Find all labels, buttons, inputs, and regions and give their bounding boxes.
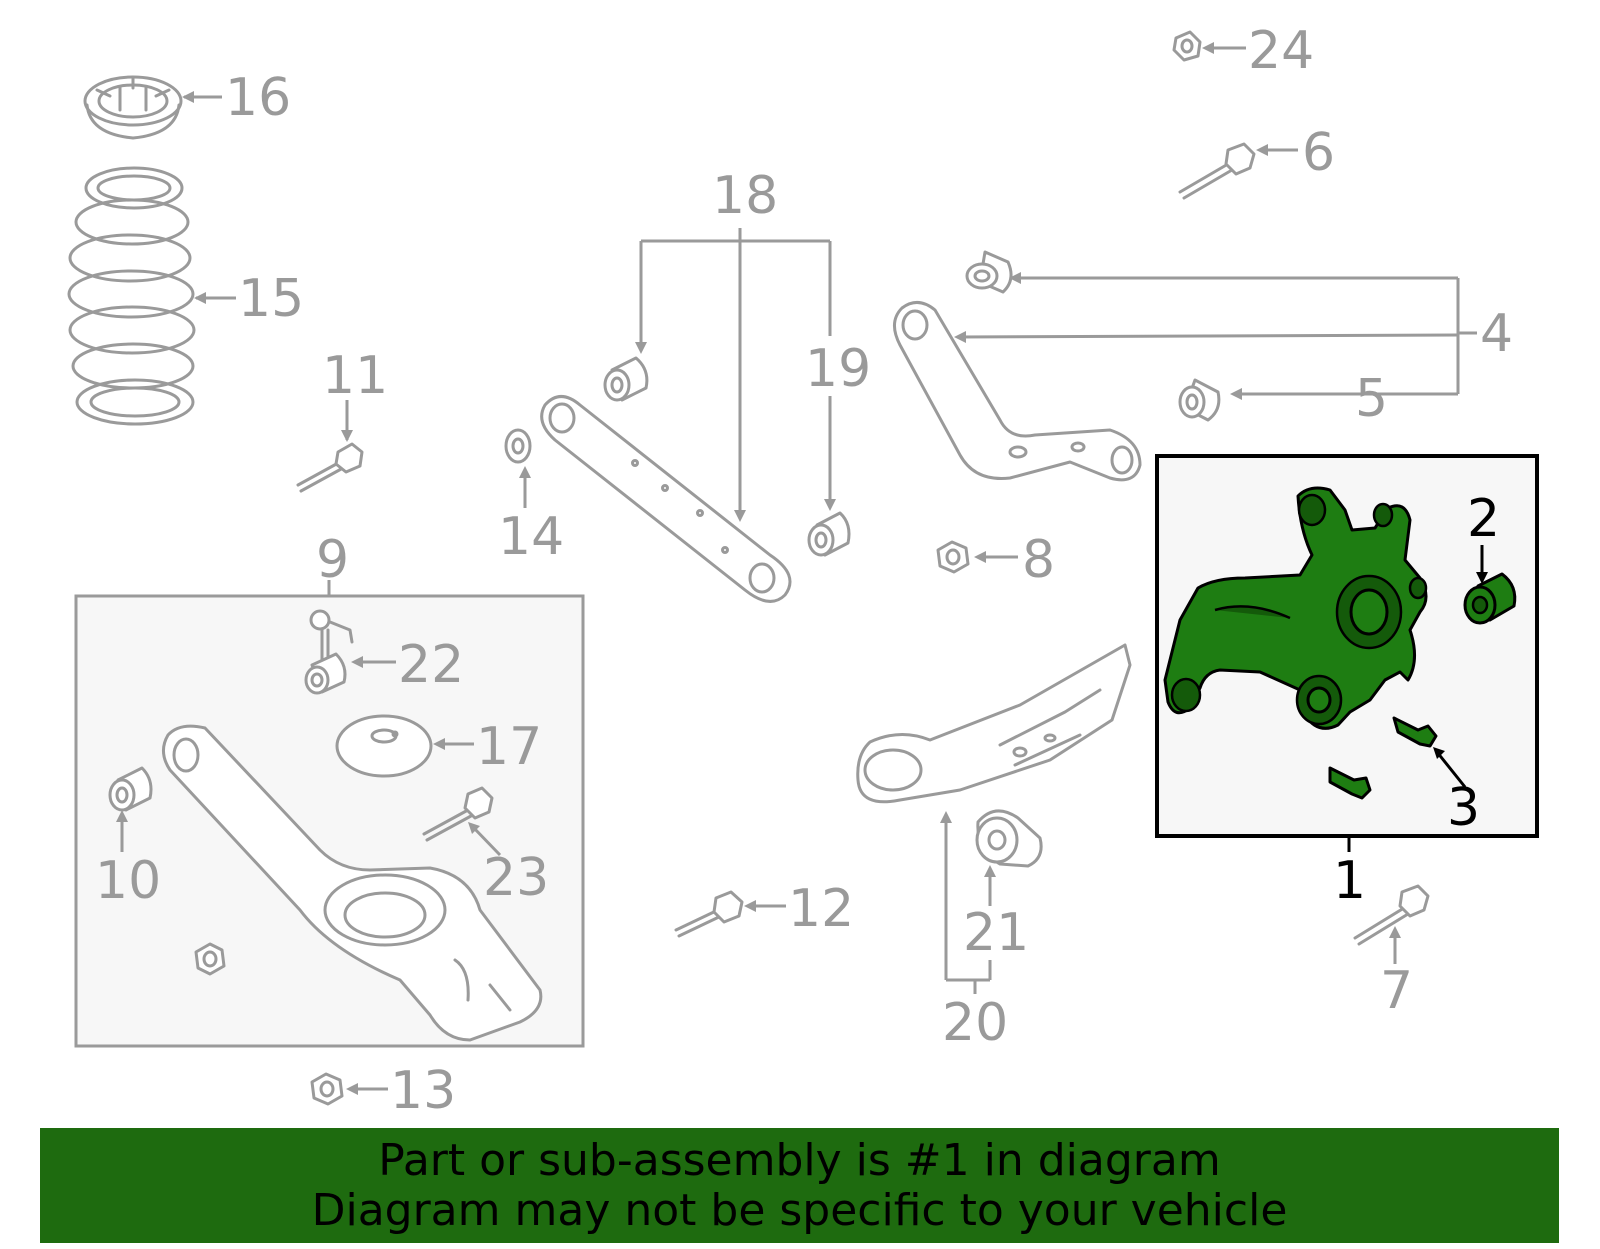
callout-1: 1 xyxy=(1333,851,1366,911)
callout-20: 20 xyxy=(942,993,1008,1053)
rear-knuckle-highlighted[interactable] xyxy=(1163,486,1428,730)
leader-17 xyxy=(433,738,474,750)
bushing-19[interactable] xyxy=(807,511,851,557)
leader-13 xyxy=(346,1083,388,1095)
leader-8 xyxy=(974,551,1018,563)
callout-6: 6 xyxy=(1302,123,1335,183)
stabilizer-link-22[interactable] xyxy=(304,609,354,695)
spring-upper-seat[interactable] xyxy=(83,75,183,140)
banner-line-1: Part or sub-assembly is #1 in diagram xyxy=(378,1134,1221,1186)
nut-13[interactable] xyxy=(310,1072,344,1106)
callout-4: 4 xyxy=(1480,304,1513,364)
lateral-link[interactable] xyxy=(540,395,792,603)
bolt-6[interactable] xyxy=(1178,142,1256,200)
info-banner: Part or sub-assembly is #1 in diagram Di… xyxy=(40,1128,1559,1243)
callout-8: 8 xyxy=(1022,530,1055,590)
leader-14 xyxy=(519,466,531,508)
callout-10: 10 xyxy=(95,851,161,911)
leader-22 xyxy=(351,656,396,668)
nut-9-box[interactable] xyxy=(194,942,226,976)
leader-23 xyxy=(468,822,502,857)
callout-14: 14 xyxy=(498,507,564,567)
upper-control-arm[interactable] xyxy=(893,301,1142,482)
callout-16: 16 xyxy=(225,68,291,128)
callout-7: 7 xyxy=(1380,961,1413,1021)
bushing-18[interactable] xyxy=(603,356,649,402)
bolt-3b-highlighted[interactable] xyxy=(1328,766,1372,800)
bushing-21[interactable] xyxy=(975,809,1043,868)
bolt-11[interactable] xyxy=(296,442,364,493)
leader-7 xyxy=(1389,926,1401,964)
leader-5 xyxy=(1230,388,1458,400)
bolt-3a-highlighted[interactable] xyxy=(1392,716,1438,748)
bolt-12[interactable] xyxy=(674,890,744,938)
leader-3 xyxy=(1433,747,1467,788)
leader-19 xyxy=(824,396,836,511)
leader-24 xyxy=(1202,42,1246,54)
leader-11 xyxy=(341,400,353,442)
lower-spring-arm[interactable] xyxy=(162,724,543,1042)
nut-8[interactable] xyxy=(936,540,970,574)
callout-3: 3 xyxy=(1447,778,1480,838)
leader-21 xyxy=(984,865,996,906)
callout-18: 18 xyxy=(712,166,778,226)
callout-17: 17 xyxy=(476,717,542,777)
callout-2: 2 xyxy=(1467,489,1500,549)
bolt-23[interactable] xyxy=(422,786,494,842)
bolt-7[interactable] xyxy=(1353,884,1430,946)
coil-spring[interactable] xyxy=(67,166,196,426)
spring-pad-17[interactable] xyxy=(335,714,433,778)
leader-6 xyxy=(1256,144,1298,156)
callout-13: 13 xyxy=(390,1061,456,1121)
leader-16 xyxy=(182,91,222,103)
bushing-4[interactable] xyxy=(965,250,1013,294)
trailing-arm[interactable] xyxy=(856,643,1132,804)
leader-4 xyxy=(954,272,1477,394)
leader-2 xyxy=(1476,545,1488,584)
bushing-5[interactable] xyxy=(1178,378,1221,422)
callout-19: 19 xyxy=(805,339,871,399)
bushing-2-highlighted[interactable] xyxy=(1463,572,1517,625)
leader-20 xyxy=(940,811,992,994)
leader-15 xyxy=(194,292,236,304)
callout-21: 21 xyxy=(963,903,1029,963)
callout-15: 15 xyxy=(238,269,304,329)
banner-line-2: Diagram may not be specific to your vehi… xyxy=(311,1184,1288,1236)
callout-9: 9 xyxy=(316,530,349,590)
callout-5: 5 xyxy=(1355,369,1388,429)
leader-12 xyxy=(744,900,786,912)
callout-23: 23 xyxy=(483,848,549,908)
callout-24: 24 xyxy=(1248,21,1314,81)
leader-10 xyxy=(116,810,128,852)
callout-11: 11 xyxy=(322,346,388,406)
washer-14[interactable] xyxy=(504,428,532,464)
callout-22: 22 xyxy=(398,635,464,695)
nut-24[interactable] xyxy=(1172,30,1202,62)
leader-18 xyxy=(635,228,832,522)
callout-12: 12 xyxy=(788,879,854,939)
